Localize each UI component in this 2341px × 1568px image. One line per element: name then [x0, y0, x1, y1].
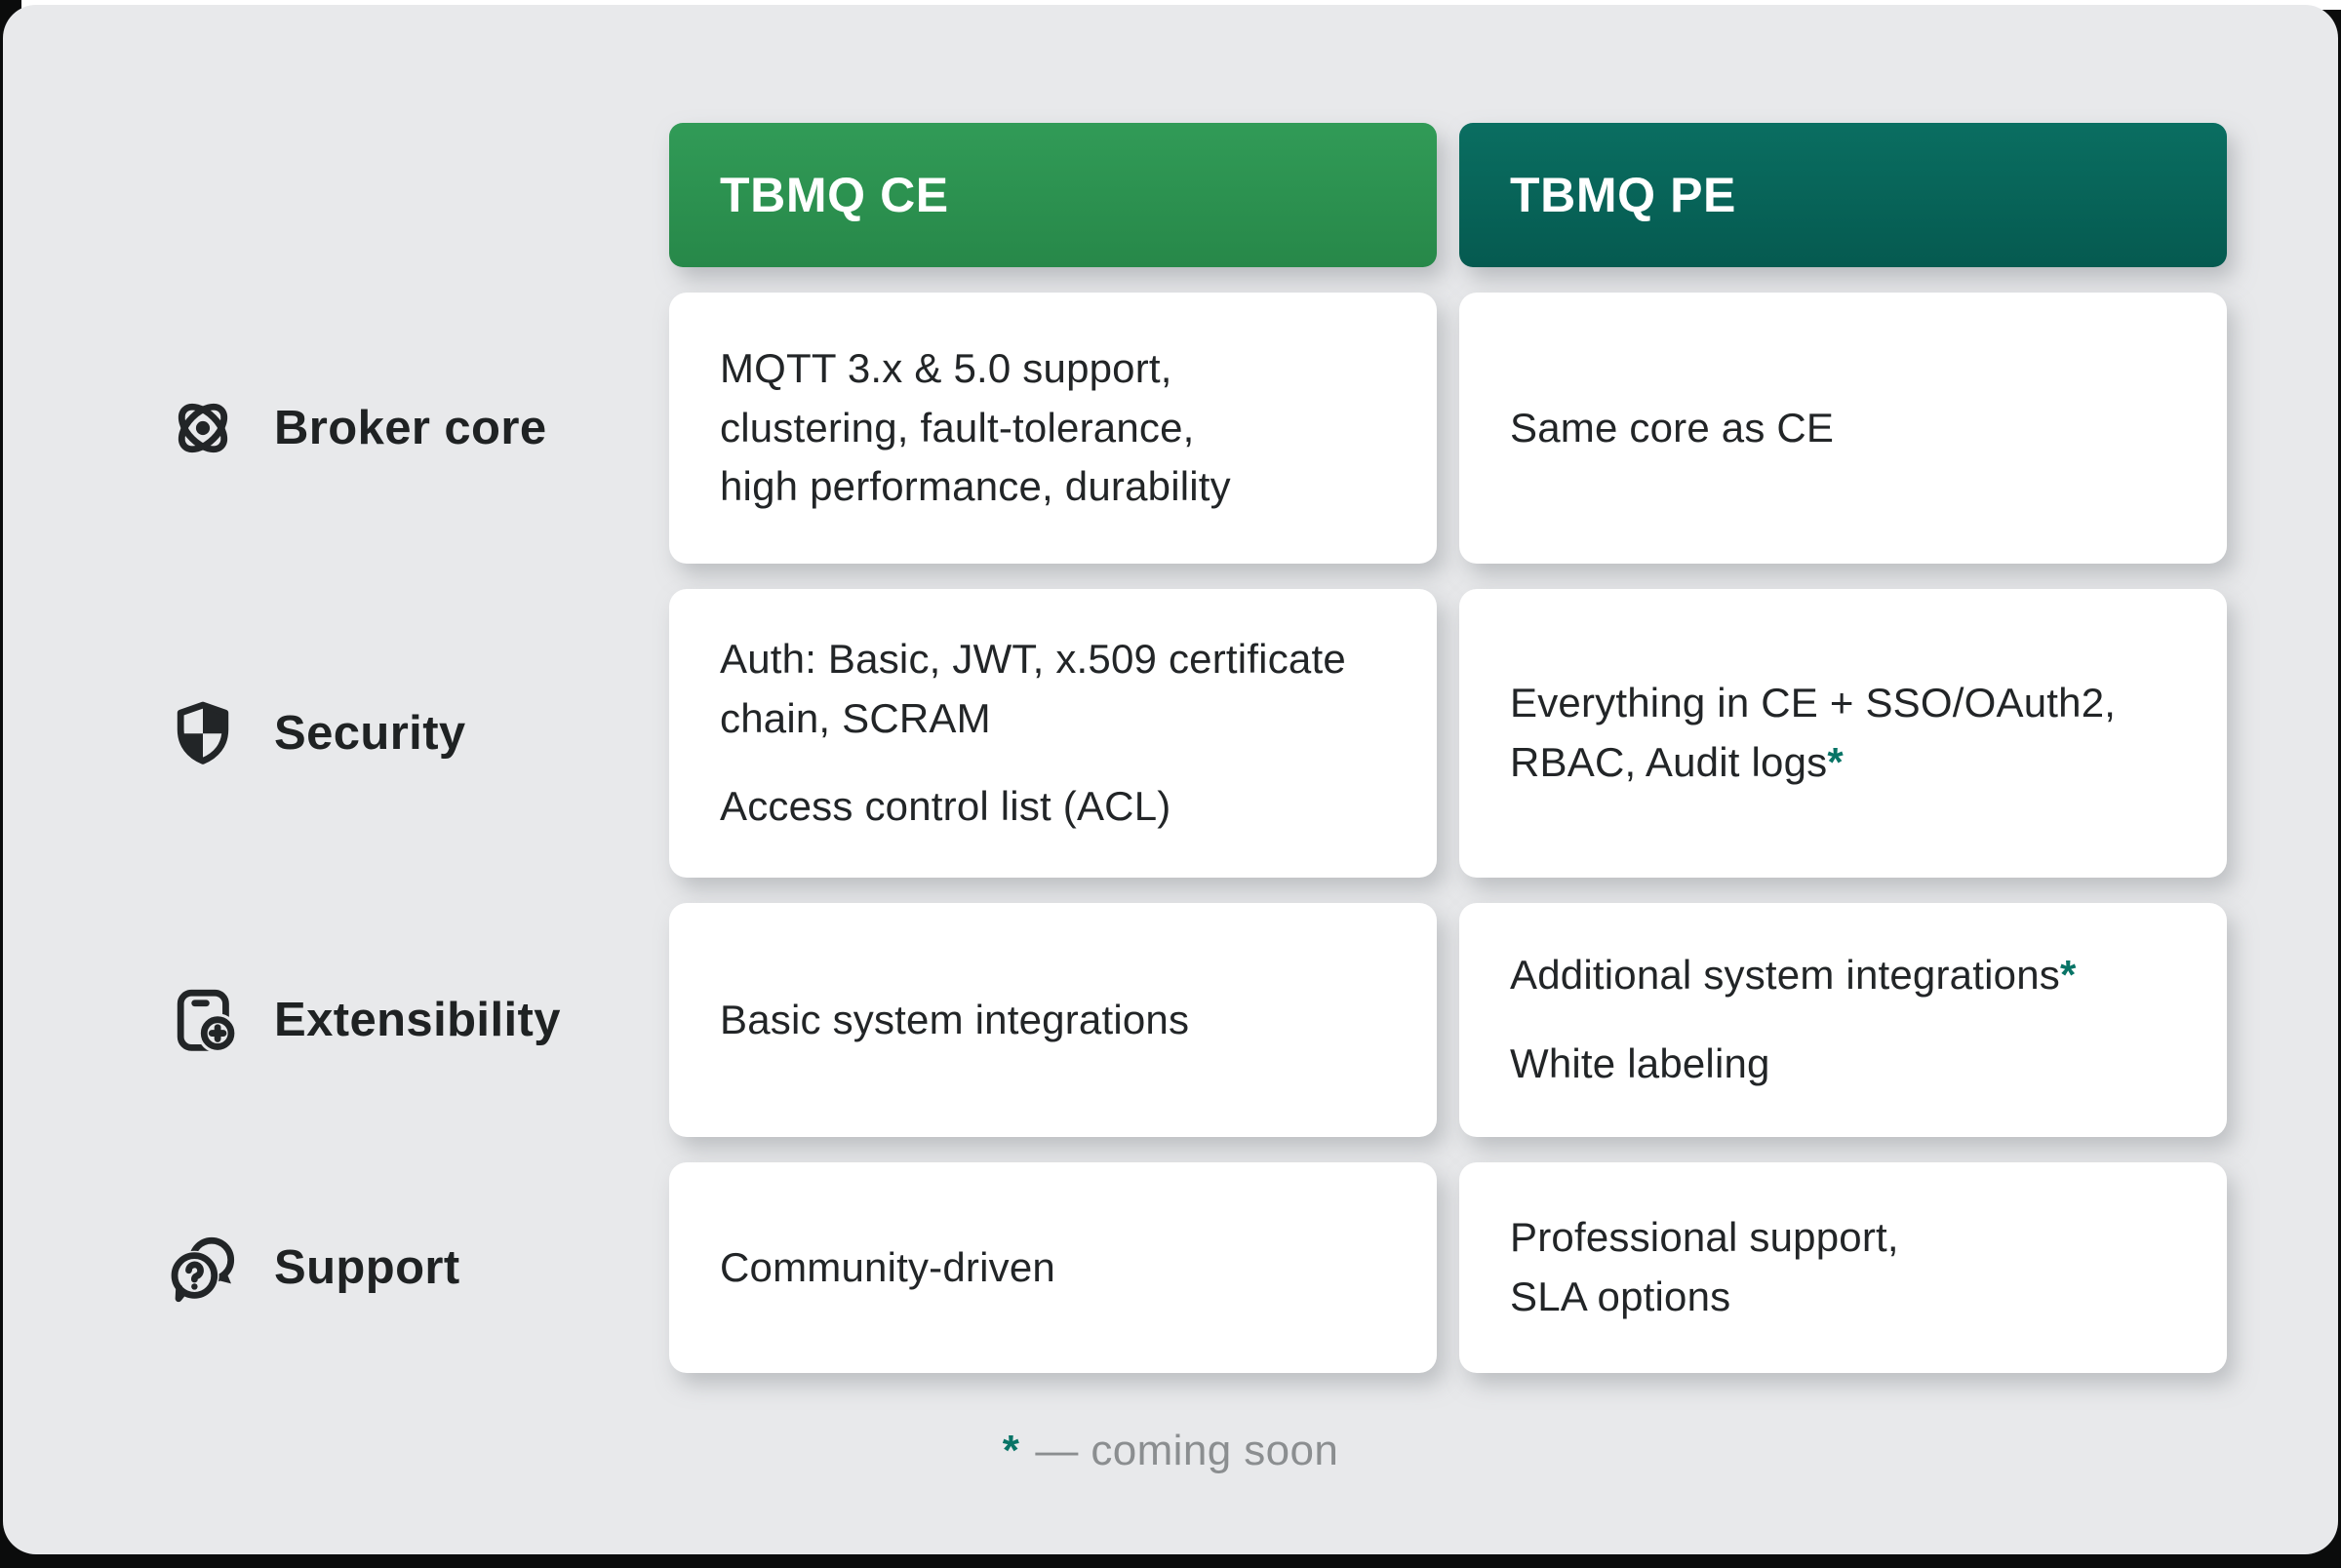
- atom-icon: [167, 392, 239, 464]
- cell-text-main: Everything in CE + SSO/OAuth2, RBAC, Aud…: [1510, 680, 2117, 785]
- cell-text: Auth: Basic, JWT, x.509 certificate chai…: [720, 635, 1346, 741]
- row-label-text: Support: [274, 1241, 460, 1294]
- cell-security-ce: Auth: Basic, JWT, x.509 certificate chai…: [669, 589, 1437, 878]
- shield-icon: [167, 697, 239, 769]
- cell-text: Access control list (ACL): [720, 783, 1171, 830]
- coming-soon-asterisk: *: [1827, 739, 1844, 785]
- device-plus-icon: [167, 984, 239, 1056]
- row-label-support: Support: [167, 1162, 647, 1373]
- cell-extensibility-pe: Additional system integrations* White la…: [1459, 903, 2227, 1137]
- cell-text: Same core as CE: [1510, 404, 1835, 451]
- coming-soon-asterisk: *: [2059, 952, 2077, 999]
- column-header-tbmq-pe: TBMQ PE: [1459, 123, 2227, 267]
- coming-soon-asterisk: *: [1002, 1427, 1020, 1474]
- column-header-label: TBMQ CE: [720, 168, 949, 222]
- row-label-extensibility: Extensibility: [167, 903, 647, 1137]
- cell-security-pe: Everything in CE + SSO/OAuth2, RBAC, Aud…: [1459, 589, 2227, 878]
- comparison-panel: TBMQ CE TBMQ PE Broker core MQTT 3.x & 5…: [3, 5, 2338, 1554]
- row-label-text: Security: [274, 707, 466, 760]
- cell-support-pe: Professional support, SLA options: [1459, 1162, 2227, 1373]
- cell-text: Everything in CE + SSO/OAuth2, RBAC, Aud…: [1510, 674, 2180, 793]
- row-label-text: Extensibility: [274, 994, 561, 1046]
- cell-text: MQTT 3.x & 5.0 support, clustering, faul…: [720, 344, 1231, 510]
- comparison-table: TBMQ CE TBMQ PE Broker core MQTT 3.x & 5…: [167, 123, 2227, 1373]
- row-label-text: Broker core: [274, 402, 547, 454]
- row-label-security: Security: [167, 589, 647, 878]
- footnote-text: — coming soon: [1035, 1427, 1339, 1474]
- column-header-label: TBMQ PE: [1510, 168, 1736, 222]
- cell-broker-core-ce: MQTT 3.x & 5.0 support, clustering, faul…: [669, 293, 1437, 564]
- cell-text: White labeling: [1510, 1040, 1770, 1086]
- row-label-broker-core: Broker core: [167, 293, 647, 564]
- cell-text: Professional support, SLA options: [1510, 1214, 1899, 1319]
- cell-extensibility-ce: Basic system integrations: [669, 903, 1437, 1137]
- header-spacer: [167, 123, 647, 267]
- cell-text: Basic system integrations: [720, 996, 1190, 1042]
- footnote: * — coming soon: [3, 1427, 2338, 1475]
- cell-text: Community-driven: [720, 1243, 1055, 1290]
- chat-question-icon: [167, 1232, 239, 1304]
- cell-support-ce: Community-driven: [669, 1162, 1437, 1373]
- cell-text-main: Additional system integrations: [1510, 952, 2060, 999]
- column-header-tbmq-ce: TBMQ CE: [669, 123, 1437, 267]
- cell-text: Additional system integrations*: [1510, 946, 2180, 1005]
- cell-broker-core-pe: Same core as CE: [1459, 293, 2227, 564]
